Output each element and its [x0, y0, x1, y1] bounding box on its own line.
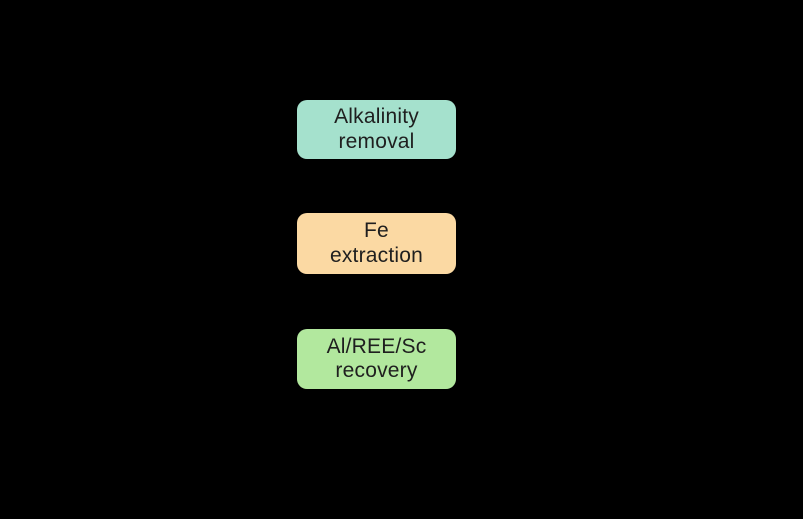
node-label-fe-extraction: Fe extraction: [329, 219, 424, 267]
flowchart-node-alkalinity-removal: Alkalinity removal: [297, 100, 456, 159]
flowchart-node-fe-extraction: Fe extraction: [297, 213, 456, 274]
node-label-al-ree-sc-recovery: Al/REE/Sc recovery: [326, 334, 427, 382]
node-label-alkalinity-removal: Alkalinity removal: [334, 105, 419, 153]
flowchart-node-al-ree-sc-recovery: Al/REE/Sc recovery: [297, 329, 456, 389]
